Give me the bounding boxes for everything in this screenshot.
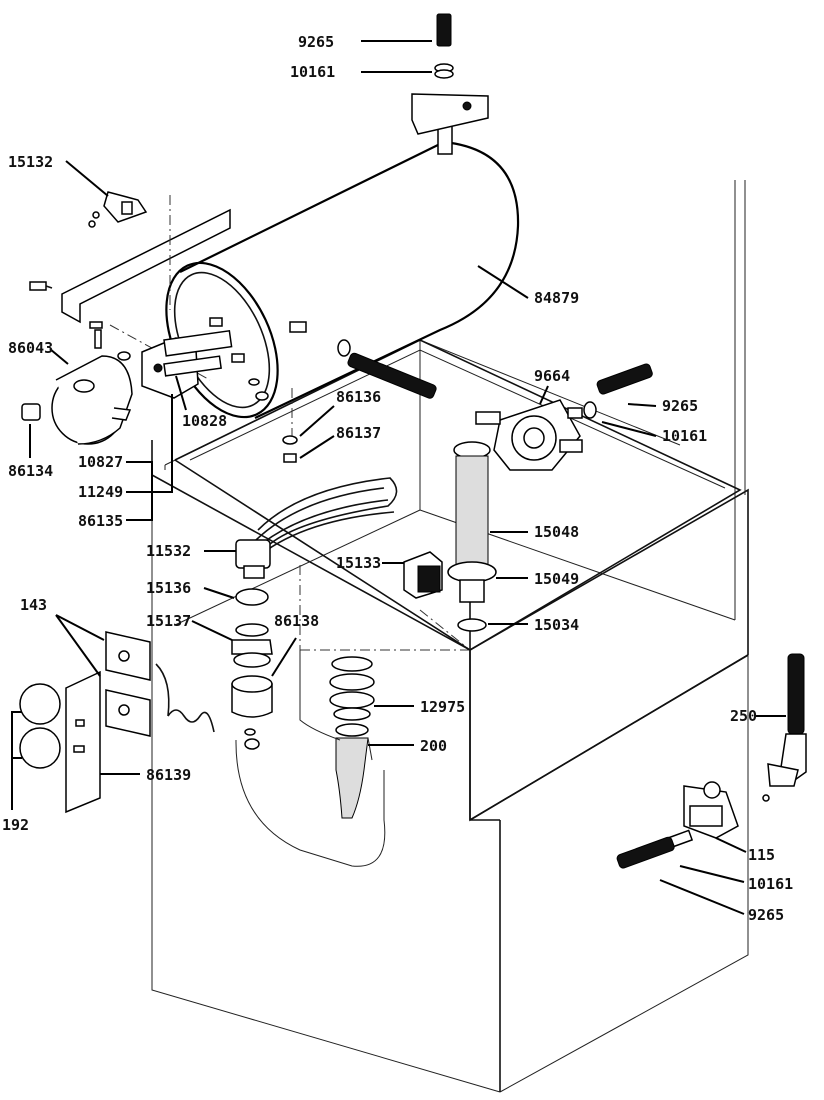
label-10161-pump: 10161 (662, 427, 707, 445)
water-pump (475, 399, 583, 471)
label-86043: 86043 (8, 339, 53, 357)
label-15137: 15137 (146, 612, 191, 630)
thermostat-switch (88, 191, 148, 228)
fasteners (29, 281, 307, 463)
label-9664: 9664 (534, 367, 570, 385)
label-86138: 86138 (274, 612, 319, 630)
part-labels: 9265 10161 15132 84879 86043 10828 86134… (2, 33, 793, 924)
drain-fittings (231, 588, 273, 750)
label-84879: 84879 (534, 289, 579, 307)
label-250: 250 (730, 707, 757, 725)
label-15034: 15034 (534, 616, 579, 634)
label-10161-valve: 10161 (748, 875, 793, 893)
label-9265-valve: 9265 (748, 906, 784, 924)
label-86139: 86139 (146, 766, 191, 784)
label-10828: 10828 (182, 412, 227, 430)
strainer-assembly (447, 441, 497, 632)
label-15132: 15132 (8, 153, 53, 171)
label-115: 115 (748, 846, 775, 864)
label-9265-top: 9265 (298, 33, 334, 51)
label-86137: 86137 (336, 424, 381, 442)
boiler-tank (165, 93, 520, 419)
element-cover (21, 355, 133, 445)
leader-lines (11, 40, 786, 915)
top-hose (434, 13, 454, 79)
pump-hoses (337, 339, 653, 419)
label-200: 200 (420, 737, 447, 755)
label-15133: 15133 (336, 554, 381, 572)
label-11249: 11249 (78, 483, 123, 501)
label-86135: 86135 (78, 512, 123, 530)
cabinet-housing (151, 180, 749, 1093)
label-12975: 12975 (420, 698, 465, 716)
label-10827: 10827 (78, 453, 123, 471)
heating-element (235, 477, 398, 579)
label-9265-pump: 9265 (662, 397, 698, 415)
label-15048: 15048 (534, 523, 579, 541)
heater-flange (141, 329, 233, 399)
label-86136: 86136 (336, 388, 381, 406)
label-10161-top: 10161 (290, 63, 335, 81)
label-15049: 15049 (534, 570, 579, 588)
label-15136: 15136 (146, 579, 191, 597)
label-11532: 11532 (146, 542, 191, 560)
label-86134: 86134 (8, 462, 53, 480)
label-192: 192 (2, 816, 29, 834)
control-panel (19, 631, 215, 814)
inlet-valve (616, 653, 807, 869)
drain-hose (299, 650, 375, 819)
relay (403, 551, 443, 599)
label-143: 143 (20, 596, 47, 614)
